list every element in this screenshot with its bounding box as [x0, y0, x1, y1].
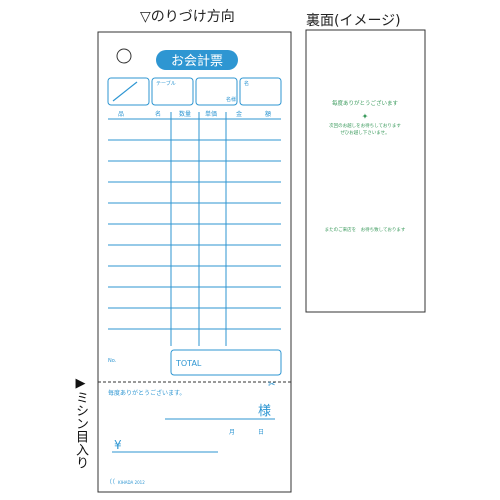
diagonal-box: [107, 77, 150, 106]
header-amount-1: 金: [236, 110, 242, 118]
back-line-2: 次回のお越しをお待ちしております: [329, 122, 401, 129]
header-amount-2: 額: [265, 110, 271, 118]
back-side-label: 裏面(イメージ): [306, 13, 401, 29]
receipt-sama: 様: [258, 404, 271, 419]
back-line-1: 毎度ありがとうございます: [332, 99, 399, 107]
punch-hole: [116, 48, 132, 64]
title-pill: [156, 50, 238, 70]
receipt-day: 日: [258, 429, 264, 436]
count-label: 名: [244, 80, 249, 87]
header-item-1: 品: [118, 111, 124, 118]
count-box: [239, 77, 282, 106]
header-item-2: 名: [155, 110, 161, 118]
guests-box: [195, 77, 238, 106]
back-line-3: ぜひお越し下さいませ。: [340, 129, 389, 136]
total-box: [170, 349, 282, 376]
total-label: TOTAL: [175, 359, 202, 368]
header-price: 単価: [205, 110, 217, 118]
table-label: テーブル: [156, 80, 176, 87]
receipt-month: 月: [229, 429, 235, 436]
perforation-label: ▶ミシン目入り: [73, 376, 88, 469]
slip-title: お会計票: [171, 53, 223, 69]
footer-code: KIHADA 2012: [118, 480, 145, 485]
yen-symbol: ¥: [114, 438, 122, 452]
scissors-icon: ✂: [268, 380, 276, 390]
header-qty: 数量: [179, 110, 191, 118]
footer-mark: （（: [106, 479, 115, 486]
back-star: ✦: [362, 112, 369, 121]
back-slip-border: [305, 29, 426, 313]
front-slip-border: [97, 31, 292, 493]
no-label: No.: [108, 358, 117, 364]
back-line-4: またのご来店を お待ち致しております: [325, 226, 406, 233]
table-box: [151, 77, 194, 106]
guests-label: 名様: [226, 96, 236, 103]
binding-direction-label: ▽のりづけ方向: [140, 9, 235, 25]
table-rows: [108, 139, 281, 330]
receipt-thanks: 毎度ありがとうございます。: [108, 389, 185, 397]
